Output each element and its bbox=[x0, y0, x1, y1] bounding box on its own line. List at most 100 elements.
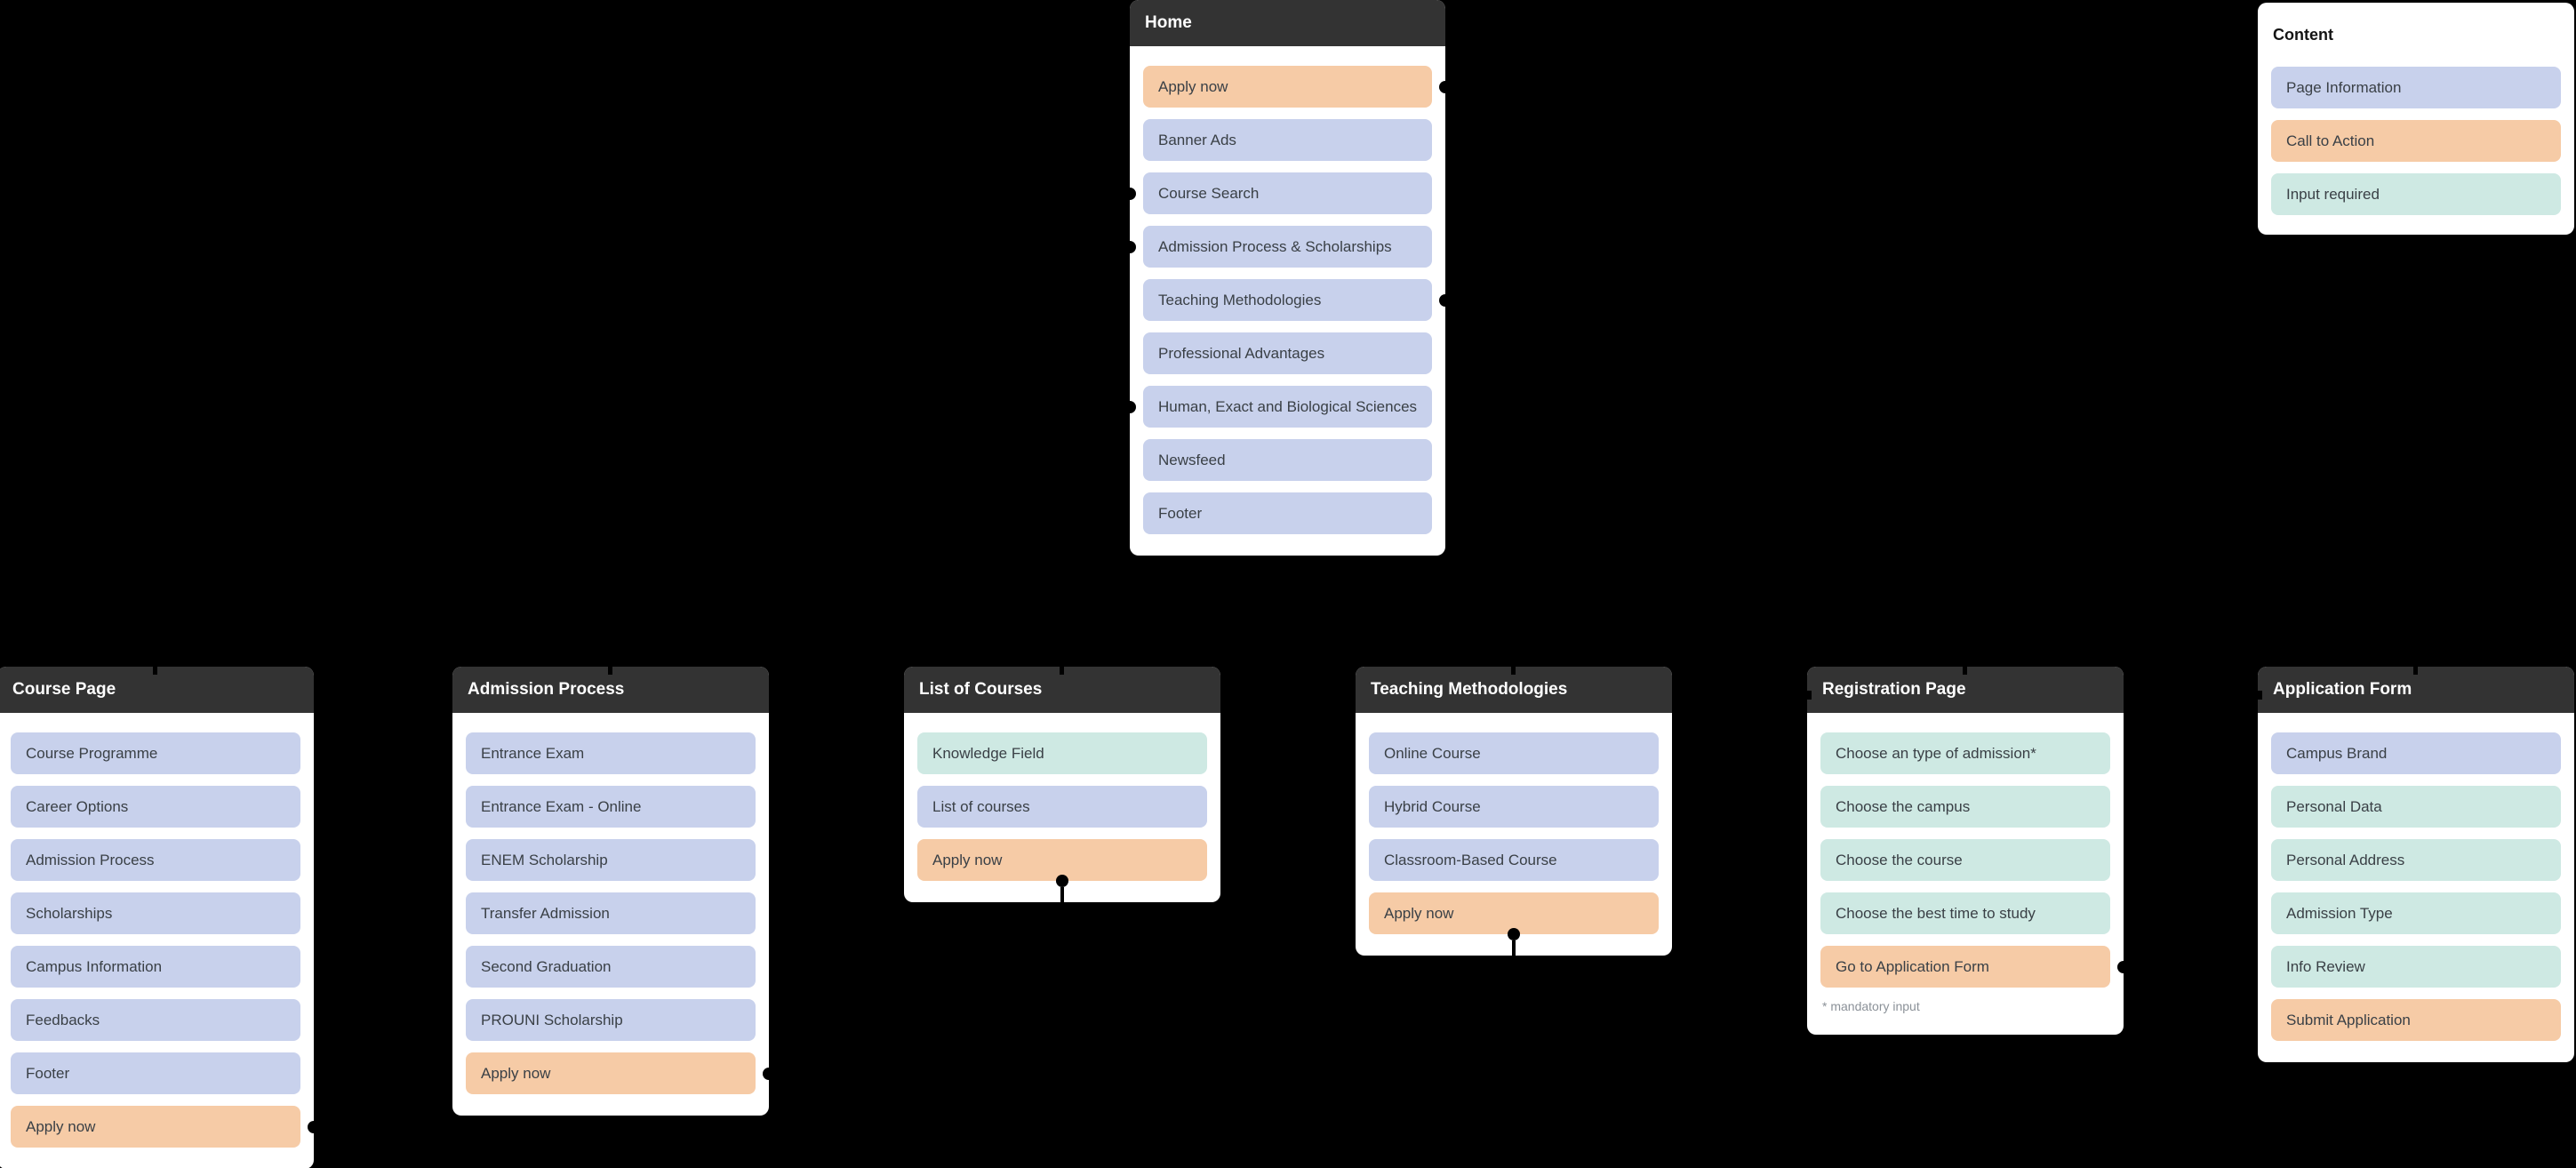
sitemap-item-info[interactable]: Campus Brand bbox=[2271, 732, 2561, 774]
sitemap-item-label: Choose an type of admission* bbox=[1836, 745, 2036, 762]
connector-dot[interactable] bbox=[763, 1067, 775, 1080]
sitemap-item-input[interactable]: Personal Data bbox=[2271, 786, 2561, 828]
sitemap-item-info[interactable]: Admission Process & Scholarships bbox=[1124, 226, 1432, 268]
sitemap-item-cta[interactable]: Apply now bbox=[11, 1106, 320, 1148]
sitemap-item-info[interactable]: Footer bbox=[11, 1052, 300, 1094]
sitemap-item-label: Knowledge Field bbox=[932, 745, 1044, 762]
sitemap-item-info[interactable]: PROUNI Scholarship bbox=[466, 999, 756, 1041]
sitemap-item-label: Apply now bbox=[1158, 78, 1228, 95]
sitemap-item-label: Professional Advantages bbox=[1158, 345, 1325, 362]
sitemap-item-label: Personal Address bbox=[2286, 852, 2405, 868]
sitemap-item-label: Course Search bbox=[1158, 185, 1260, 202]
card-title: Teaching Methodologies bbox=[1371, 680, 1568, 699]
card-title: List of Courses bbox=[919, 680, 1043, 699]
sitemap-item-input[interactable]: Choose the course bbox=[1820, 839, 2110, 881]
sitemap-item-label: Hybrid Course bbox=[1384, 798, 1481, 815]
sitemap-item-cta[interactable]: Apply now bbox=[1369, 892, 1659, 978]
card-header-list-of-courses[interactable]: List of Courses bbox=[904, 667, 1220, 713]
sitemap-item-info[interactable]: Online Course bbox=[1369, 732, 1659, 774]
sitemap-item-info[interactable]: ENEM Scholarship bbox=[466, 839, 756, 881]
connector-line-stub bbox=[2413, 664, 2418, 675]
card-title: Registration Page bbox=[1822, 680, 1966, 699]
sitemap-item-info[interactable]: List of courses bbox=[917, 786, 1207, 828]
sitemap-item-input[interactable]: Admission Type bbox=[2271, 892, 2561, 934]
sitemap-item-info[interactable]: Teaching Methodologies bbox=[1143, 279, 1452, 321]
connector-dot[interactable] bbox=[1124, 187, 1136, 200]
connector-dot[interactable] bbox=[1508, 928, 1520, 940]
legend-item-input[interactable]: Input required bbox=[2271, 173, 2561, 215]
mandatory-input-note: * mandatory input bbox=[1822, 999, 1920, 1013]
sitemap-item-info[interactable]: Classroom-Based Course bbox=[1369, 839, 1659, 881]
connector-dot[interactable] bbox=[308, 1120, 320, 1133]
sitemap-item-info[interactable]: Banner Ads bbox=[1143, 119, 1432, 161]
connector-dot[interactable] bbox=[1124, 240, 1136, 253]
sitemap-item-label: Classroom-Based Course bbox=[1384, 852, 1557, 868]
sitemap-item-cta[interactable]: Apply now bbox=[1143, 66, 1452, 108]
card-header-teaching-methodologies[interactable]: Teaching Methodologies bbox=[1356, 667, 1672, 713]
sitemap-item-info[interactable]: Entrance Exam - Online bbox=[466, 786, 756, 828]
sitemap-item-label: Choose the best time to study bbox=[1836, 905, 2036, 922]
sitemap-item-label: Transfer Admission bbox=[481, 905, 610, 922]
sitemap-item-cta[interactable]: Apply now bbox=[466, 1052, 775, 1094]
sitemap-item-label: Apply now bbox=[26, 1118, 96, 1135]
sitemap-item-input[interactable]: Info Review bbox=[2271, 946, 2561, 988]
sitemap-item-info[interactable]: Campus Information bbox=[11, 946, 300, 988]
sitemap-item-cta[interactable]: Apply now bbox=[917, 839, 1207, 924]
card-header-home[interactable]: Home bbox=[1130, 0, 1445, 46]
sitemap-item-info[interactable]: Second Graduation bbox=[466, 946, 756, 988]
connector-line-stub bbox=[1963, 664, 1967, 675]
connector-dot[interactable] bbox=[1056, 875, 1068, 887]
sitemap-item-label: Admission Process bbox=[26, 852, 155, 868]
sitemap-item-info[interactable]: Scholarships bbox=[11, 892, 300, 934]
legend-item-label: Call to Action bbox=[2286, 132, 2375, 149]
sitemap-item-label: Career Options bbox=[26, 798, 129, 815]
sitemap-item-info[interactable]: Course Search bbox=[1124, 172, 1432, 214]
sitemap-item-label: Campus Information bbox=[26, 958, 163, 975]
connector-dot[interactable] bbox=[2117, 960, 2130, 973]
sitemap-item-input[interactable]: Personal Address bbox=[2271, 839, 2561, 881]
sitemap-item-label: ENEM Scholarship bbox=[481, 852, 608, 868]
card-header-registration-page[interactable]: Registration Page bbox=[1807, 667, 2124, 713]
sitemap-item-info[interactable]: Newsfeed bbox=[1143, 439, 1432, 481]
connector-line-stub bbox=[608, 664, 612, 675]
sitemap-item-info[interactable]: Human, Exact and Biological Sciences bbox=[1124, 386, 1432, 428]
sitemap-item-info[interactable]: Footer bbox=[1143, 492, 1432, 534]
sitemap-item-input[interactable]: Choose the best time to study bbox=[1820, 892, 2110, 934]
sitemap-item-info[interactable]: Course Programme bbox=[11, 732, 300, 774]
connector-dot[interactable] bbox=[1439, 80, 1452, 93]
sitemap-item-cta[interactable]: Go to Application Form bbox=[1820, 946, 2130, 988]
legend-item-info[interactable]: Page Information bbox=[2271, 67, 2561, 108]
sitemap-item-input[interactable]: Choose an type of admission* bbox=[1820, 732, 2110, 774]
connector-line-stub bbox=[1060, 664, 1064, 675]
sitemap-item-label: Campus Brand bbox=[2286, 745, 2388, 762]
sitemap-item-info[interactable]: Admission Process bbox=[11, 839, 300, 881]
connector-line bbox=[1060, 887, 1064, 924]
sitemap-item-label: Teaching Methodologies bbox=[1158, 292, 1322, 308]
legend-item-cta[interactable]: Call to Action bbox=[2271, 120, 2561, 162]
sitemap-item-info[interactable]: Career Options bbox=[11, 786, 300, 828]
sitemap-item-cta[interactable]: Submit Application bbox=[2271, 999, 2561, 1041]
connector-dot[interactable] bbox=[1124, 400, 1136, 413]
sitemap-item-info[interactable]: Professional Advantages bbox=[1143, 332, 1432, 374]
sitemap-item-input[interactable]: Choose the campus bbox=[1820, 786, 2110, 828]
sitemap-item-info[interactable]: Transfer Admission bbox=[466, 892, 756, 934]
sitemap-item-info[interactable]: Hybrid Course bbox=[1369, 786, 1659, 828]
card-title: Course Page bbox=[12, 680, 116, 699]
sitemap-item-info[interactable]: Feedbacks bbox=[11, 999, 300, 1041]
sitemap-item-info[interactable]: Entrance Exam bbox=[466, 732, 756, 774]
connector-line-stub bbox=[1804, 691, 1812, 700]
sitemap-item-label: Second Graduation bbox=[481, 958, 612, 975]
sitemap-item-label: Go to Application Form bbox=[1836, 958, 1989, 975]
sitemap-item-input[interactable]: Knowledge Field bbox=[917, 732, 1207, 774]
sitemap-item-label: Entrance Exam bbox=[481, 745, 585, 762]
connector-dot[interactable] bbox=[1439, 293, 1452, 307]
sitemap-item-label: Admission Process & Scholarships bbox=[1158, 238, 1392, 255]
sitemap-item-label: Entrance Exam - Online bbox=[481, 798, 642, 815]
